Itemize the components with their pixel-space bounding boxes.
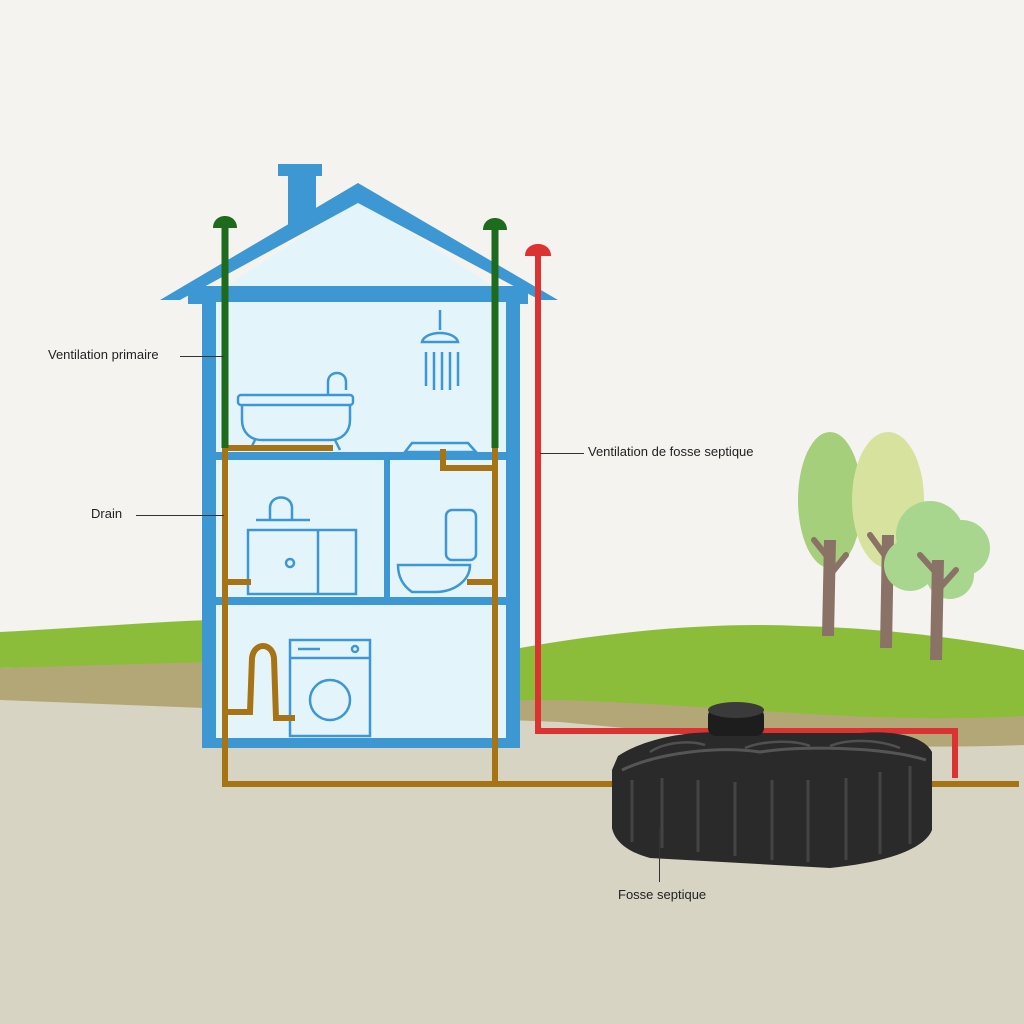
toilet-icon (396, 508, 478, 594)
ventilation-primaire-pipes (213, 216, 507, 448)
label-ventilation-fosse: Ventilation de fosse septique (588, 444, 754, 459)
tree-icon (798, 432, 862, 636)
sink-icon (246, 496, 358, 596)
washing-machine-icon (288, 638, 372, 738)
septic-tank (612, 702, 932, 868)
grass-left (0, 620, 210, 668)
floor-1 (210, 597, 512, 605)
leader-fosse-septique (659, 828, 660, 882)
label-ventilation-primaire: Ventilation primaire (48, 347, 159, 362)
label-fosse-septique: Fosse septique (618, 887, 707, 902)
label-drain: Drain (91, 506, 123, 521)
grass-right (520, 624, 1024, 719)
wall-divider (384, 458, 390, 600)
house (160, 164, 558, 748)
floor-2 (210, 452, 512, 460)
leader-drain (136, 515, 224, 516)
tree-icon (884, 501, 990, 660)
floor-drain-icon (402, 441, 479, 454)
leader-ventilation-primaire (180, 356, 224, 357)
leader-ventilation-fosse (540, 453, 584, 454)
roof-fill (220, 200, 500, 290)
shower-icon (420, 310, 460, 390)
house-interior (210, 302, 512, 742)
